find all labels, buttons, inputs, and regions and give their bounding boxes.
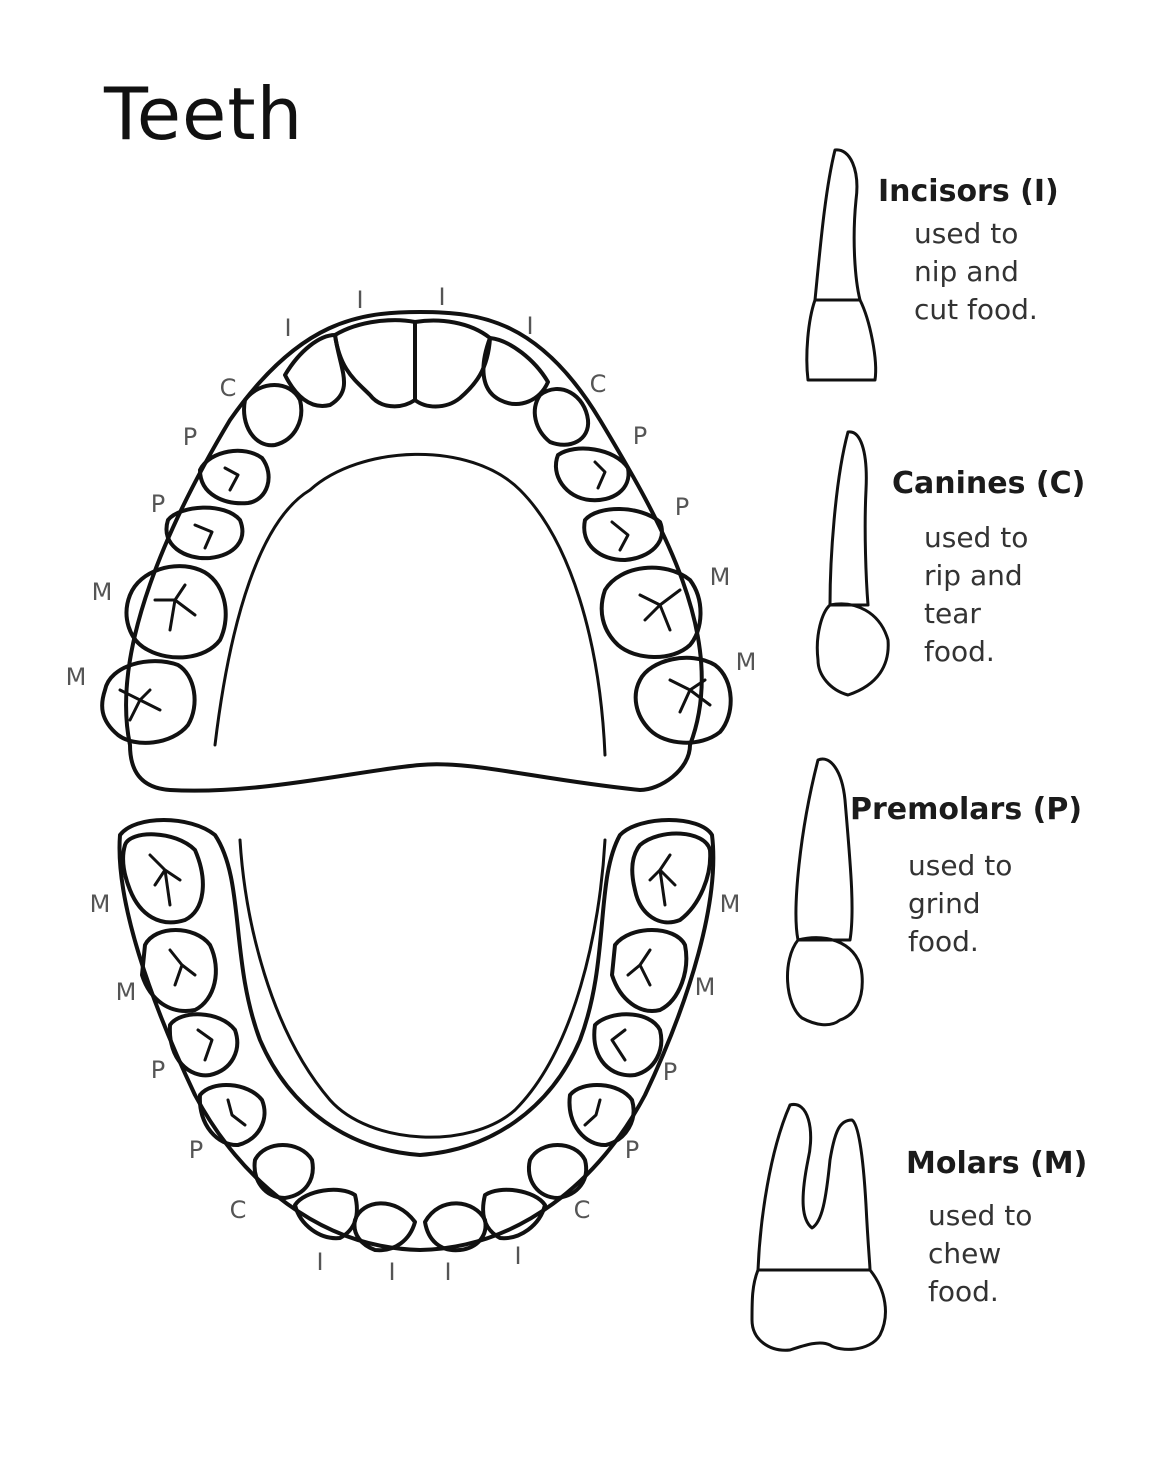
- label-lower: M: [695, 973, 716, 1001]
- label-lower: P: [663, 1058, 677, 1086]
- molars-legend: Molars (M) used to chew food.: [906, 1146, 1087, 1311]
- molars-name: Molars (M): [906, 1146, 1087, 1181]
- incisors-name: Incisors (I): [878, 174, 1059, 209]
- upper-tooth: [415, 321, 490, 407]
- label-lower: M: [90, 890, 111, 918]
- upper-tooth: [335, 320, 415, 406]
- premolars-legend: Premolars (P) used to grind food.: [850, 792, 1082, 961]
- label-lower: M: [720, 890, 741, 918]
- upper-tooth: [556, 449, 629, 501]
- label-upper: I: [284, 314, 291, 342]
- upper-tooth: [285, 335, 344, 406]
- canines-name: Canines (C): [892, 466, 1085, 501]
- molar-illustration: [752, 1104, 885, 1350]
- label-upper: M: [92, 578, 113, 606]
- label-lower: I: [388, 1258, 395, 1286]
- label-upper: P: [151, 490, 165, 518]
- lower-tooth: [612, 930, 686, 1011]
- upper-tooth: [535, 389, 588, 445]
- label-lower: I: [444, 1258, 451, 1286]
- premolars-description: used to grind food.: [908, 847, 1082, 961]
- canines-description: used to rip and tear food.: [924, 519, 1085, 671]
- premolars-name: Premolars (P): [850, 792, 1082, 827]
- label-lower: C: [230, 1196, 247, 1224]
- upper-tooth: [584, 509, 662, 560]
- label-upper: C: [590, 370, 607, 398]
- upper-tooth: [200, 451, 269, 503]
- lower-tooth: [425, 1203, 486, 1250]
- label-lower: I: [316, 1248, 323, 1276]
- label-upper: M: [736, 648, 757, 676]
- label-upper: M: [710, 563, 731, 591]
- label-upper: I: [438, 283, 445, 311]
- upper-palate: [215, 454, 605, 755]
- label-upper: P: [633, 422, 647, 450]
- label-lower: I: [514, 1242, 521, 1270]
- label-lower: M: [116, 978, 137, 1006]
- lower-tooth: [594, 1014, 661, 1075]
- label-upper: C: [220, 374, 237, 402]
- upper-tooth: [636, 658, 731, 743]
- incisor-illustration: [807, 150, 876, 380]
- lower-tooth: [632, 834, 710, 923]
- lower-tooth: [123, 834, 203, 922]
- label-upper: M: [66, 663, 87, 691]
- upper-tooth: [244, 385, 301, 445]
- label-lower: P: [151, 1056, 165, 1084]
- lower-jaw-outline: [120, 820, 714, 1250]
- canine-illustration: [817, 432, 888, 695]
- lower-tooth: [255, 1145, 313, 1198]
- label-upper: I: [356, 286, 363, 314]
- label-lower: P: [625, 1136, 639, 1164]
- lower-tooth: [529, 1145, 586, 1198]
- label-upper: I: [526, 312, 533, 340]
- label-lower: P: [189, 1136, 203, 1164]
- molars-description: used to chew food.: [928, 1197, 1087, 1311]
- label-upper: P: [675, 493, 689, 521]
- label-lower: C: [574, 1196, 591, 1224]
- incisors-description: used to nip and cut food.: [914, 215, 1059, 329]
- lower-tooth: [354, 1203, 415, 1250]
- label-upper: P: [183, 423, 197, 451]
- incisors-legend: Incisors (I) used to nip and cut food.: [878, 174, 1059, 329]
- upper-tooth: [102, 661, 194, 743]
- canines-legend: Canines (C) used to rip and tear food.: [892, 466, 1085, 671]
